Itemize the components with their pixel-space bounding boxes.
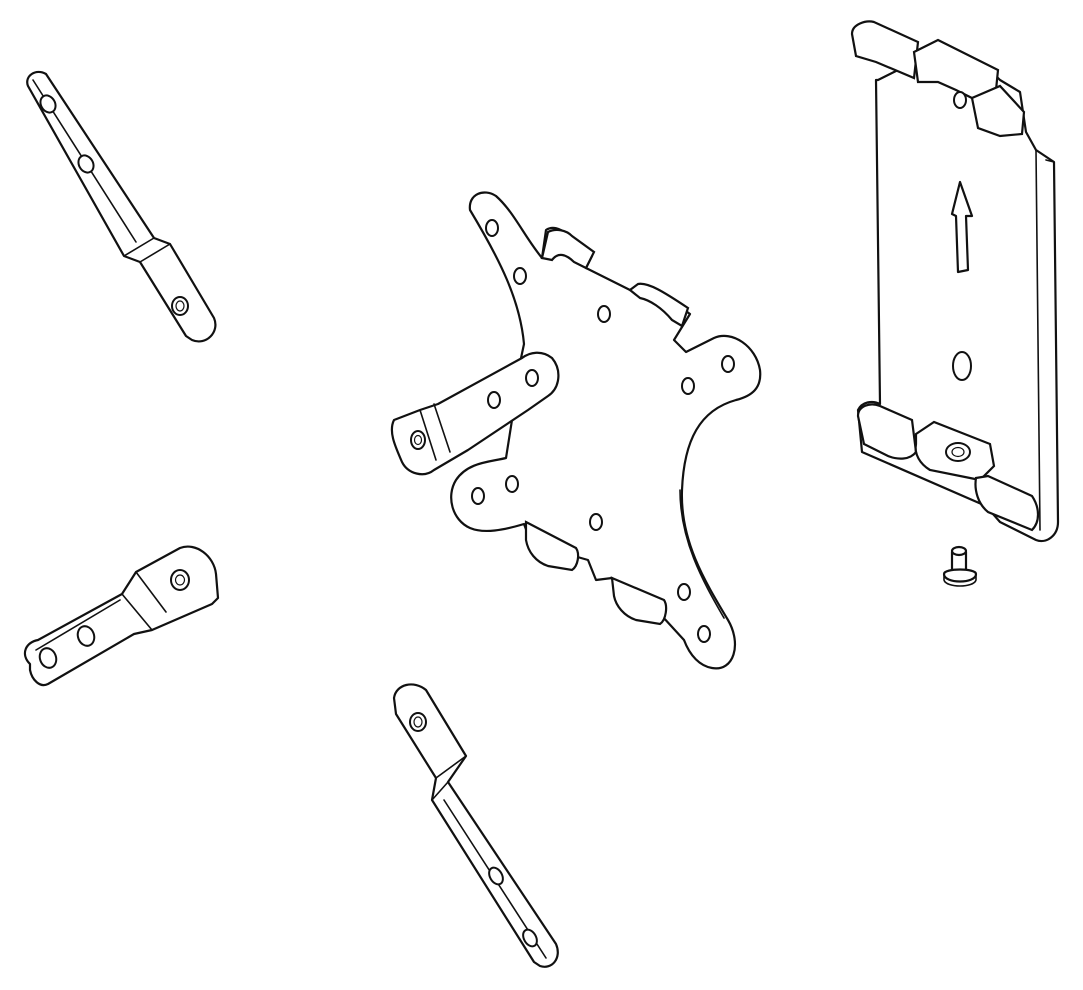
vesa-mounting-plate [450,191,762,670]
extension-arm-top-left [26,70,217,343]
locking-screw [942,545,978,587]
arrow-up-icon [950,180,974,274]
extension-arm-attached [390,351,560,476]
wall-plate [850,20,1060,543]
extension-arm-middle-left [23,545,220,687]
extension-arm-bottom [392,683,559,968]
